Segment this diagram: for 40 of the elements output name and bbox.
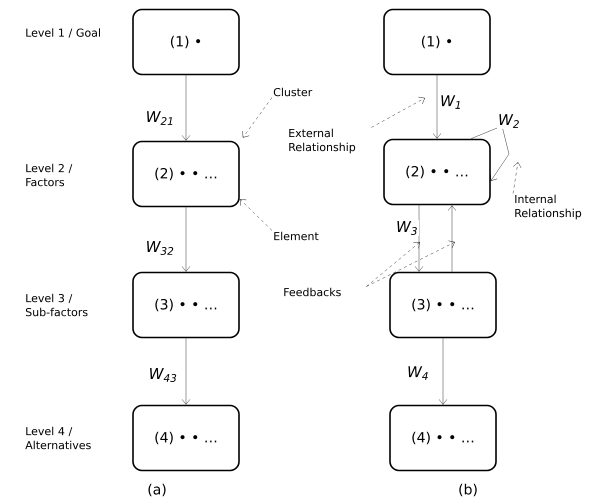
annotation-text: Cluster [274,88,312,96]
level-label: Level 1 / Goal [26,28,100,38]
leader-line [240,199,272,231]
edge-label: W$_{1}$ [439,94,463,110]
cluster-box: (2) • • … [132,140,240,208]
edge-label: W$_{32}$ [144,240,176,256]
leader-line [366,240,455,287]
edge-label: W$_{43}$ [148,367,178,383]
cluster-box: (3) • • … [132,272,240,338]
annotation-text: External Relationship [289,128,356,154]
level-label: Level 2 / Factors [26,164,72,186]
level-label: Level 4 / Alternatives [25,426,91,450]
leader-line [371,96,425,128]
cluster-box: (1) • [132,8,240,76]
cluster-box: (4) • • … [132,404,240,472]
annotation-text: Feedbacks [284,288,341,296]
level-label: Level 3 / Sub-factors [26,294,88,316]
edge-label: W$_{2}$ [497,113,522,129]
annotation-text: Element [274,232,318,240]
cluster-box: (1) • [383,8,491,76]
arrow [182,207,190,272]
leader-line [366,242,420,287]
panel-label: (b) [459,484,477,496]
arrow [182,75,190,141]
cluster-box: (4) • • … [389,404,497,472]
edge-label: W$_{3}$ [395,220,419,236]
leader-line [512,162,522,194]
annotation-text: Internal Relationship [515,194,582,220]
edge-label: W$_{21}$ [144,110,176,126]
arrow [448,205,456,272]
arrow [432,75,442,139]
arrow [182,338,190,405]
arrow [438,338,448,405]
cluster-box: (3) • • … [389,272,497,338]
leader-line [242,97,272,138]
loop-arrow [470,126,510,181]
cluster-box: (2) • • … [383,138,491,206]
edge-label: W$_{4}$ [406,365,430,381]
panel-label: (a) [148,484,166,496]
arrow [414,205,424,272]
